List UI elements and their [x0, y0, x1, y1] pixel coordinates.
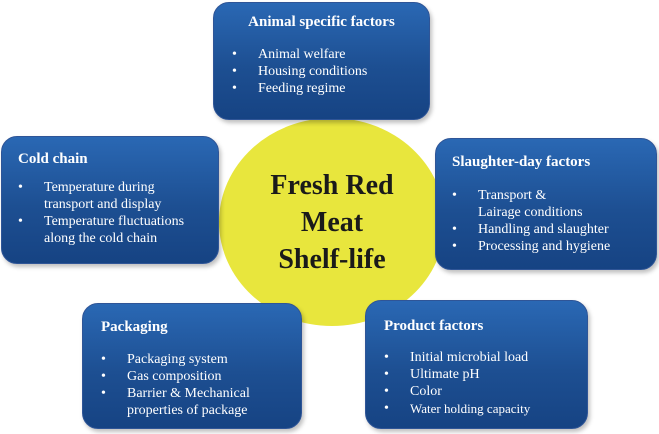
list-item: Animal welfare [232, 46, 411, 63]
list-item-text: properties of package [127, 403, 248, 418]
list-item-text: Barrier & Mechanical [127, 386, 250, 401]
list-item: Handling and slaughter [452, 221, 640, 238]
list-item-text: Gas composition [127, 369, 222, 384]
list-item: Temperature during transport and display [18, 179, 202, 213]
list-item: Gas composition [101, 368, 285, 385]
list-item-text: transport and display [44, 197, 162, 212]
list-item-text: Initial microbial load [410, 350, 529, 365]
list-item: Housing conditions [232, 63, 411, 80]
list-item-text: Packaging system [127, 352, 228, 367]
list-item: Ultimate pH [384, 366, 571, 383]
central-topic-line-2: Meat [300, 206, 364, 238]
list-item-text: Processing and hygiene [478, 239, 611, 254]
list-item-text: Water holding capacity [410, 401, 531, 416]
factor-list: Temperature during transport and display… [18, 179, 202, 247]
list-item: Feeding regime [232, 80, 411, 97]
list-item-text: along the cold chain [44, 231, 158, 246]
list-item: Color [384, 383, 571, 400]
animal-specific-factors-box: Animal specific factors Animal welfare H… [213, 2, 430, 120]
box-title: Product factors [384, 318, 484, 334]
list-item-text: Housing conditions [258, 64, 368, 79]
central-topic-circle: Fresh Red Meat Shelf-life [219, 118, 445, 326]
list-item: Temperature fluctuations along the cold … [18, 213, 202, 247]
list-item-text: Color [410, 384, 442, 399]
list-item-text: Ultimate pH [410, 367, 480, 382]
box-title: Animal specific factors [248, 14, 395, 30]
product-factors-box: Product factors Initial microbial load U… [365, 300, 588, 429]
factor-list: Packaging system Gas composition Barrier… [101, 351, 285, 419]
central-topic-line-1: Fresh Red [270, 169, 394, 201]
list-item-text: Handling and slaughter [478, 222, 609, 237]
slaughter-day-factors-box: Slaughter-day factors Transport & Lairag… [435, 138, 657, 270]
list-item-text: Feeding regime [258, 81, 346, 96]
list-item-text: Lairage conditions [478, 205, 583, 220]
list-item-text: Temperature fluctuations [44, 214, 185, 229]
list-item: Processing and hygiene [452, 238, 640, 255]
list-item-text: Transport & [478, 188, 547, 203]
packaging-box: Packaging Packaging system Gas compositi… [82, 303, 302, 429]
cold-chain-box: Cold chain Temperature during transport … [1, 136, 219, 264]
list-item: Water holding capacity [384, 400, 571, 417]
box-title: Cold chain [18, 151, 88, 167]
list-item-text: Temperature during [44, 180, 155, 195]
central-topic-line-3: Shelf-life [278, 243, 386, 275]
list-item-text: Animal welfare [258, 47, 346, 62]
list-item: Initial microbial load [384, 349, 571, 366]
list-item: Transport & Lairage conditions [452, 187, 640, 221]
factor-list: Animal welfare Housing conditions Feedin… [232, 46, 411, 97]
list-item: Barrier & Mechanical properties of packa… [101, 385, 285, 419]
factor-list: Transport & Lairage conditions Handling … [452, 187, 640, 255]
box-title: Packaging [101, 319, 168, 335]
list-item: Packaging system [101, 351, 285, 368]
box-title: Slaughter-day factors [452, 154, 591, 170]
factor-list: Initial microbial load Ultimate pH Color… [384, 349, 571, 417]
